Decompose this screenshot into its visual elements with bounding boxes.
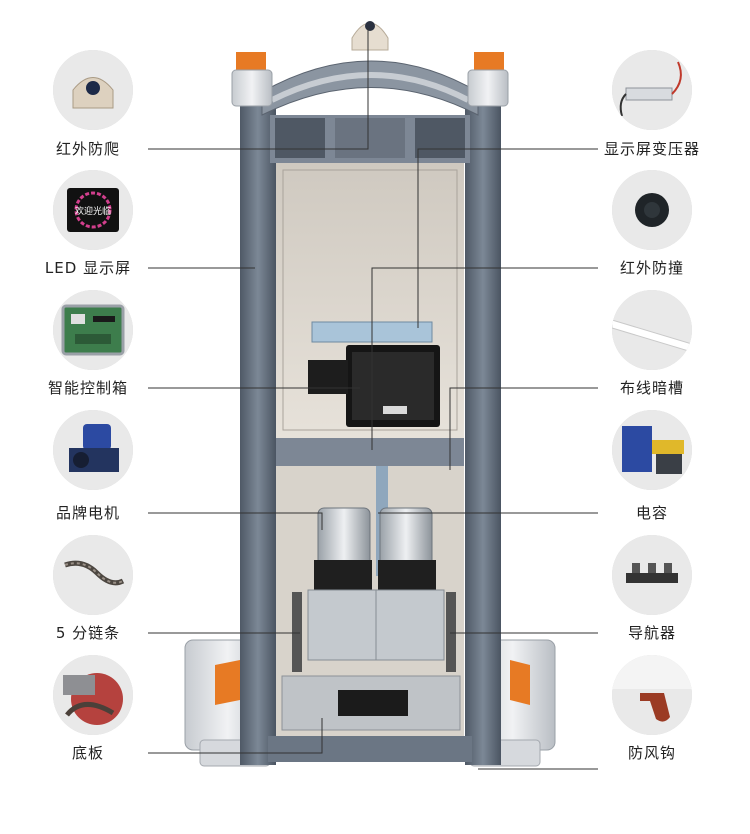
transformer-icon	[625, 87, 673, 101]
label-transformer: 显示屏变压器	[603, 140, 700, 158]
label-guide: 导航器	[627, 624, 676, 642]
guide-icon	[626, 573, 678, 583]
wiring-groove-icon	[612, 319, 692, 353]
infrared-anti-collision-thumbnail	[612, 170, 692, 250]
label-base-plate: 底板	[71, 744, 104, 762]
label-capacitor: 电容	[635, 504, 668, 522]
control-box-thumbnail	[53, 290, 133, 370]
led-display-icon	[67, 188, 119, 232]
label-wiring-groove: 布线暗槽	[619, 379, 684, 397]
control-box-icon	[61, 304, 125, 356]
transformer-thumbnail	[612, 50, 692, 130]
led-display-thumbnail: 欢迎光临	[53, 170, 133, 250]
label-led-display: LED 显示屏	[44, 259, 132, 277]
guide-thumbnail	[612, 535, 692, 615]
wind-hook-icon	[640, 693, 670, 722]
capacitor-thumbnail	[612, 410, 692, 490]
wind-hook-thumbnail	[612, 655, 692, 735]
label-control-box: 智能控制箱	[47, 379, 128, 397]
label-chain: 5 分链条	[55, 624, 121, 642]
label-wind-hook: 防风钩	[627, 744, 676, 762]
label-motor: 品牌电机	[55, 504, 120, 522]
capacitor-icon	[622, 426, 652, 472]
base-plate-thumbnail	[53, 655, 133, 735]
chain-thumbnail	[53, 535, 133, 615]
motor-icon	[83, 424, 111, 450]
led-screen-text: 欢迎光临	[75, 205, 111, 217]
label-infrared-anti-climb: 红外防爬	[55, 140, 120, 158]
infrared-anti-climb-thumbnail	[53, 50, 133, 130]
motor-thumbnail	[53, 410, 133, 490]
wiring-groove-thumbnail	[612, 290, 692, 370]
label-infrared-anti-collision: 红外防撞	[619, 259, 684, 277]
